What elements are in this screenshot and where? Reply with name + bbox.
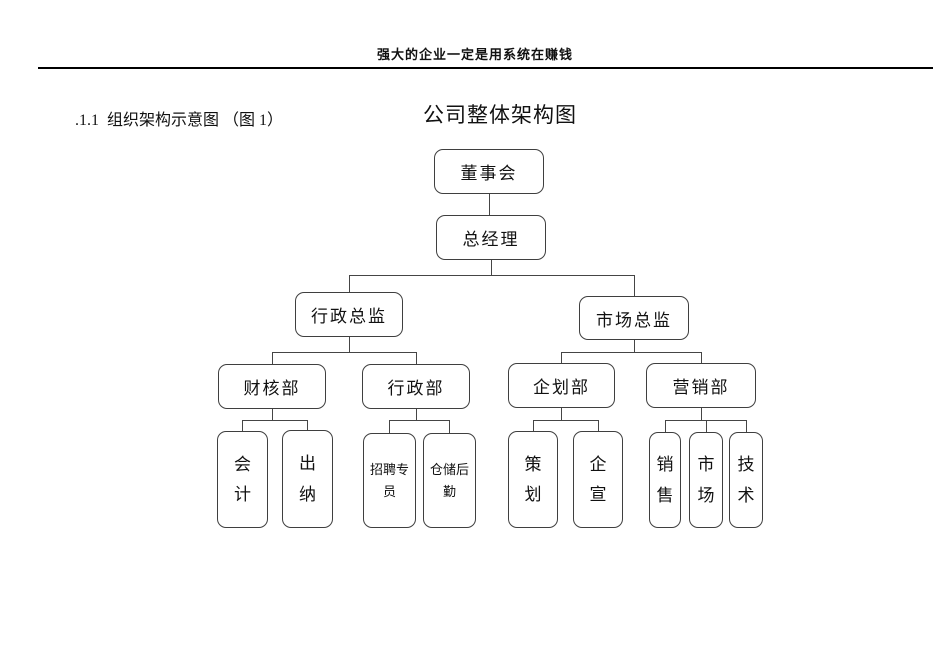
org-node-cashier: 出纳 (282, 430, 333, 528)
connector-planning-stub (561, 408, 563, 420)
org-node-corporate-publicity: 企宣 (573, 431, 623, 528)
connector-market-director-stub (634, 340, 636, 352)
connector-drop-sales (665, 420, 667, 432)
connector-bus-finance (242, 420, 307, 422)
connector-drop-accounting (242, 420, 244, 431)
org-node-market-director: 市场总监 (579, 296, 689, 340)
connector-board-gm (489, 194, 491, 215)
org-node-accounting: 会计 (217, 431, 268, 528)
section-heading: .1.1 组织架构示意图 （图 1） (75, 112, 284, 129)
org-node-planner: 策划 (508, 431, 558, 528)
connector-gm-stub (491, 260, 493, 275)
header-divider (38, 67, 933, 69)
connector-drop-marketing (701, 352, 703, 363)
org-node-admin-dept: 行政部 (362, 364, 470, 409)
connector-drop-market-director (634, 275, 636, 296)
connector-bus-level2 (349, 275, 635, 277)
connector-drop-tech (746, 420, 748, 432)
org-node-technology: 技术 (729, 432, 763, 528)
org-node-admin-director: 行政总监 (295, 292, 403, 337)
connector-drop-admin-dept (416, 352, 418, 364)
org-node-warehouse-logistics: 仓储后勤 (423, 433, 476, 528)
connector-admin-dept-stub (416, 409, 418, 420)
org-node-recruiting-specialist: 招聘专员 (363, 433, 416, 528)
connector-drop-market (706, 420, 708, 432)
connector-drop-finance (272, 352, 274, 364)
connector-drop-admin-director (349, 275, 351, 292)
connector-bus-marketing (665, 420, 746, 422)
connector-bus-admin-dept (389, 420, 449, 422)
org-node-marketing-dept: 营销部 (646, 363, 756, 408)
org-node-planning-dept: 企划部 (508, 363, 615, 408)
connector-bus-planning (533, 420, 598, 422)
org-node-sales: 销售 (649, 432, 681, 528)
org-node-general-manager: 总经理 (436, 215, 546, 260)
document-header-slogan: 强大的企业一定是用系统在赚钱 (376, 47, 573, 62)
connector-marketing-stub (701, 408, 703, 420)
connector-drop-planning (561, 352, 563, 363)
org-node-market: 市场 (689, 432, 723, 528)
connector-drop-warehouse (449, 420, 451, 433)
chart-title: 公司整体架构图 (423, 103, 577, 127)
org-node-board: 董事会 (434, 149, 544, 194)
connector-drop-recruiting (389, 420, 391, 433)
connector-finance-stub (272, 409, 274, 420)
connector-bus-admin (272, 352, 416, 354)
connector-bus-market (561, 352, 701, 354)
connector-drop-publicity (598, 420, 600, 431)
connector-drop-cashier (307, 420, 309, 430)
org-node-finance-dept: 财核部 (218, 364, 326, 409)
connector-drop-planner (533, 420, 535, 431)
connector-admin-director-stub (349, 337, 351, 352)
